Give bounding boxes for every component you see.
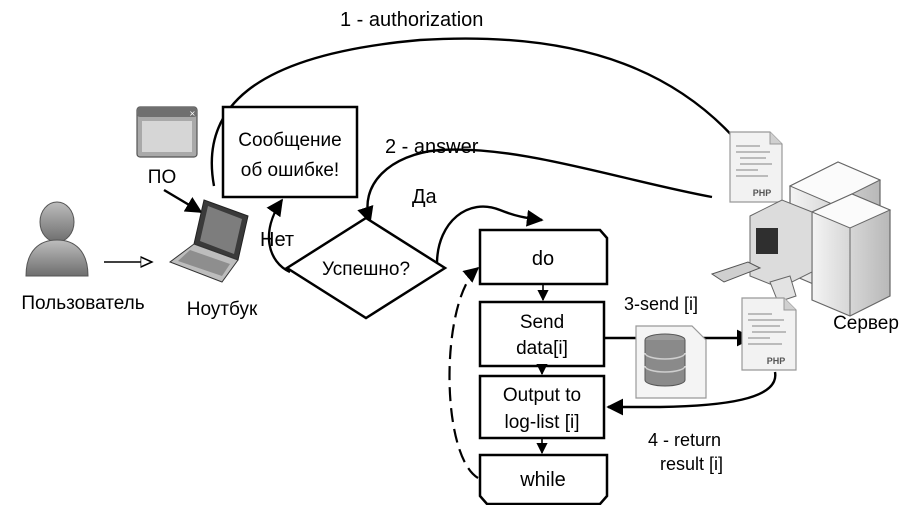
return-label-line1: 4 - return	[648, 430, 721, 450]
do-label: do	[532, 248, 554, 270]
svg-text:PHP: PHP	[767, 356, 786, 366]
server-icon	[710, 161, 892, 317]
laptop-label: Ноутбук	[187, 299, 258, 320]
database-icon	[635, 325, 707, 399]
while-block	[478, 453, 609, 505]
svg-text:PHP: PHP	[753, 188, 772, 198]
user-icon	[25, 201, 89, 277]
return-label-line2: result [i]	[660, 454, 723, 474]
yes-arrow	[435, 205, 544, 263]
decision-label: Успешно?	[322, 259, 410, 280]
send-data-line1: Send	[520, 312, 564, 333]
send-data-line2: data[i]	[516, 338, 568, 359]
software-to-laptop-arrow	[163, 188, 203, 214]
send-label: 3-send [i]	[624, 294, 698, 314]
svg-text:×: ×	[189, 109, 196, 118]
error-message-line2: об ошибке!	[241, 160, 339, 181]
php-file-icon-bottom: PHP	[741, 297, 797, 371]
no-label: Нет	[260, 229, 294, 251]
no-arrow	[266, 198, 291, 274]
output-log-line1: Output to	[503, 385, 581, 406]
answer-label: 2 - answer	[385, 136, 479, 158]
server-label: Сервер	[833, 313, 899, 334]
php-file-icon: PHP	[729, 131, 783, 203]
laptop-icon	[168, 199, 249, 283]
yes-label: Да	[412, 186, 438, 208]
output-log-line2: log-list [i]	[505, 412, 580, 433]
authorization-label: 1 - authorization	[340, 9, 483, 31]
answer-arrow	[357, 148, 713, 224]
user-label: Пользователь	[21, 293, 144, 314]
loop-back-arrow	[448, 267, 480, 479]
while-label: while	[519, 469, 566, 491]
error-message-line1: Сообщение	[238, 130, 341, 151]
error-message-box	[221, 105, 359, 199]
window-icon: ×	[136, 106, 198, 158]
decision-diamond	[284, 216, 448, 320]
do-block	[478, 228, 609, 286]
software-label: ПО	[148, 167, 176, 188]
return-arrow	[606, 371, 777, 416]
